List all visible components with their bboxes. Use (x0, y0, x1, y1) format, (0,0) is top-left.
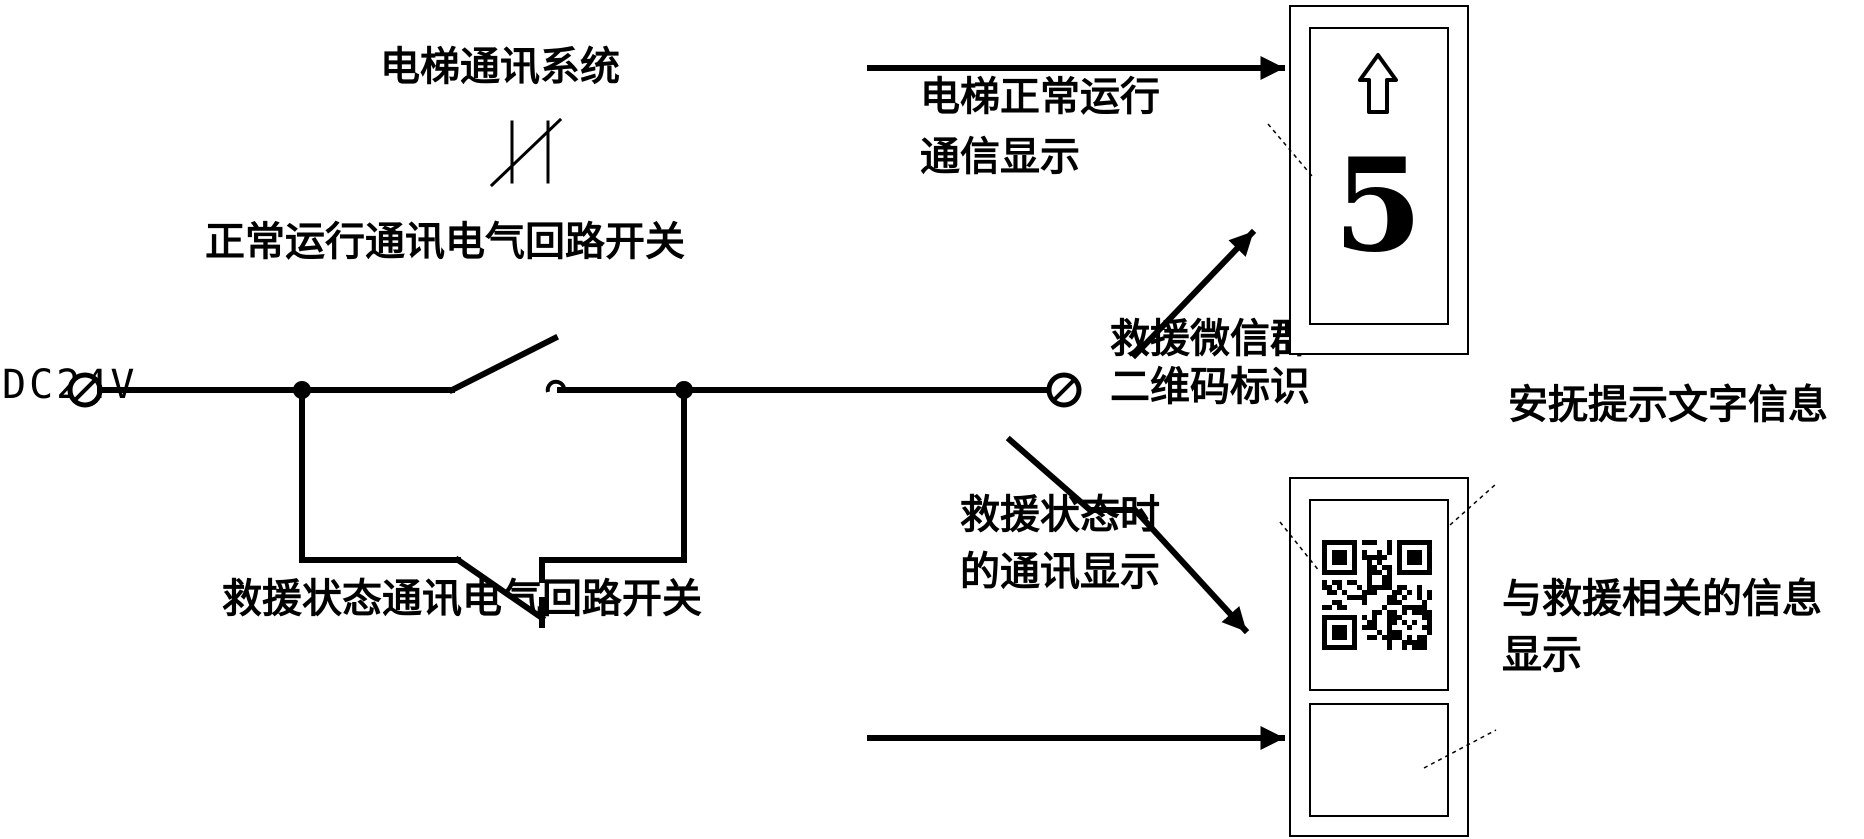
power-terminal-right (1049, 375, 1079, 405)
normal-display-panel: 5 (1290, 6, 1468, 354)
normal-display-label-line1: 电梯正常运行 (920, 74, 1160, 120)
rescue-info-label-line2: 显示 (1502, 632, 1582, 678)
comfort-text-label: 安抚提示文字信息 (1508, 382, 1828, 428)
power-terminal-left (70, 375, 100, 405)
normal-display-label-line2: 通信显示 (920, 134, 1080, 180)
rescue-branch-wire (302, 390, 684, 580)
rescue-info-label-line1: 与救援相关的信息 (1502, 576, 1822, 622)
rescue-display-label-line1: 救援状态时 (960, 492, 1160, 538)
normal-operation-switch (452, 338, 564, 392)
qr-label-line1: 救援微信群 (1110, 316, 1310, 362)
rescue-switch-label: 救援状态通讯电气回路开关 (222, 576, 702, 622)
rescue-display-panel (1290, 478, 1468, 836)
rescue-display-label-line2: 的通讯显示 (960, 549, 1160, 595)
communication-link-symbol-icon (492, 120, 560, 185)
comm-system-label: 电梯通讯系统 (380, 44, 620, 90)
normal-switch-label: 正常运行通讯电气回路开关 (205, 219, 685, 265)
floor-number: 5 (1333, 131, 1422, 281)
qr-label-line2: 二维码标识 (1110, 364, 1310, 410)
